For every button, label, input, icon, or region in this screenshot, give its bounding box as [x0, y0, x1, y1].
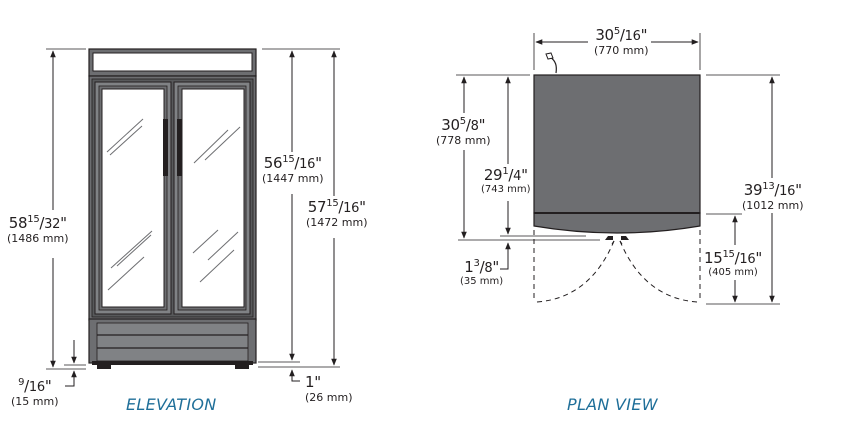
elevation-dimensions: [46, 48, 340, 387]
dim-height-incl-feet: 5715/16" (1472 mm): [306, 198, 368, 229]
plan-handle-left: [605, 236, 613, 240]
left-door-handle: [163, 119, 168, 176]
header-sign: [92, 52, 253, 72]
dim-depth-overall: 305/8" (778 mm): [436, 116, 491, 147]
power-cord: [549, 56, 557, 74]
plan-dimensions: [456, 33, 780, 305]
dim-handle-projection: 13/8" (35 mm): [460, 258, 504, 287]
plan-cooler: [533, 52, 701, 303]
elevation-cooler: [88, 48, 257, 369]
base-grille: [88, 318, 257, 369]
plan-doors: [533, 212, 701, 234]
right-door-handle: [177, 119, 182, 176]
left-door-glass: [101, 88, 165, 308]
plan-handle-right: [621, 236, 629, 240]
elevation-caption: ELEVATION: [126, 395, 217, 414]
dim-depth-cabinet: 291/4" (743 mm): [481, 166, 531, 195]
dim-width: 305/16" (770 mm): [594, 26, 649, 57]
right-door: [173, 81, 251, 315]
plan-cabinet: [533, 74, 701, 214]
dim-foot-left: 9/16" (15 mm): [11, 377, 59, 408]
dim-foot-right: 1" (26 mm): [305, 373, 353, 404]
plan-view-caption: PLAN VIEW: [567, 395, 658, 414]
foot-left: [97, 364, 111, 369]
dim-depth-door-open: 3913/16" (1012 mm): [742, 181, 804, 212]
power-plug-icon: [545, 52, 554, 60]
door-swing-arcs: [533, 230, 701, 303]
right-door-glass: [181, 88, 245, 308]
dim-overall-height: 5815/32" (1486 mm): [7, 214, 69, 245]
dim-cabinet-height: 5615/16" (1447 mm): [262, 154, 324, 185]
left-door: [94, 81, 172, 315]
foot-right: [235, 364, 249, 369]
dim-door-swing: 1515/16" (405 mm): [704, 249, 762, 278]
